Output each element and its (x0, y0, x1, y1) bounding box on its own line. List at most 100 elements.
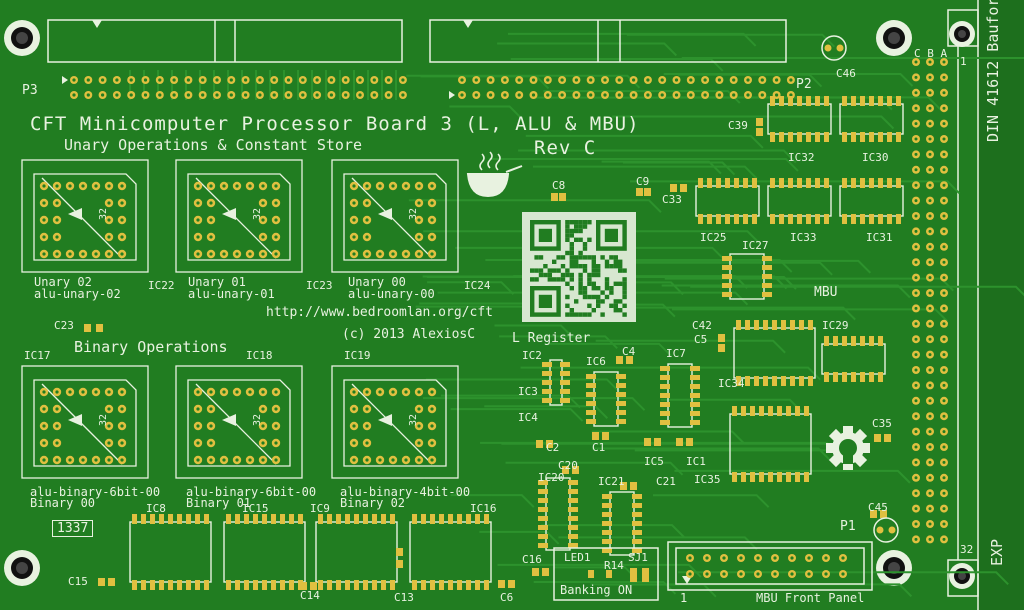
dip-chip (538, 477, 578, 551)
refdes-label: IC23 (306, 279, 333, 292)
label-front-panel: MBU Front Panel (756, 591, 865, 605)
svg-text:32: 32 (252, 208, 263, 220)
refdes-label: IC29 (822, 319, 849, 332)
label-p1: P1 (840, 519, 856, 534)
refdes-label: IC5 (644, 455, 664, 468)
socket-label-unary02: Unary 02 (34, 275, 92, 289)
dip-chip (839, 96, 904, 142)
label-cba: C B A (914, 47, 948, 60)
refdes-label: C15 (68, 575, 88, 588)
refdes-label: IC30 (862, 151, 889, 164)
refdes-label: C4 (622, 345, 636, 358)
mounting-hole (949, 21, 975, 47)
refdes-label: C46 (836, 67, 856, 80)
refdes-label: IC27 (742, 239, 769, 252)
socket-label-binary02-part: alu-binary-4bit-00 (340, 485, 471, 499)
socket-label-unary01-part: alu-unary-01 (188, 287, 275, 301)
mounting-hole (876, 550, 912, 586)
refdes-label: IC8 (146, 502, 166, 515)
refdes-label: C6 (500, 591, 514, 604)
refdes-label: C14 (300, 589, 320, 602)
label-front-panel-pin1: 1 (680, 591, 688, 605)
refdes-label: IC7 (666, 347, 686, 360)
refdes-label: IC1 (686, 455, 706, 468)
refdes-label: IC9 (310, 502, 330, 515)
refdes-label: C20 (558, 459, 578, 472)
svg-text:32: 32 (252, 414, 263, 426)
label-1337: 1337 (52, 520, 94, 537)
dip-chip (695, 178, 760, 224)
refdes-label: IC4 (518, 411, 538, 424)
label-exp: EXP (988, 538, 1006, 566)
refdes-label: IC32 (788, 151, 815, 164)
label-sj1: SJ1 (628, 551, 648, 564)
dip-chip (767, 178, 832, 224)
dip-chip (129, 514, 212, 590)
label-din: DIN 41612 Bauform C (984, 0, 1002, 142)
refdes-label: IC17 (24, 349, 51, 362)
svg-text:32: 32 (98, 414, 109, 426)
refdes-label: C21 (656, 475, 676, 488)
socket-label-binary02: Binary 02 (340, 496, 406, 510)
label-mbu: MBU (814, 285, 838, 300)
socket-label-binary01: Binary 01 (186, 496, 252, 510)
refdes-label: C39 (728, 119, 748, 132)
label-led1: LED1 (564, 551, 591, 564)
copyright-text: (c) 2013 AlexiosC (342, 327, 476, 342)
refdes-label: IC25 (700, 231, 727, 244)
label-p2: P2 (796, 77, 812, 92)
refdes-label: IC6 (586, 355, 606, 368)
edge-connector-area (978, 0, 1024, 610)
label-r14: R14 (604, 559, 624, 572)
cooking-pot-icon (466, 151, 523, 198)
svg-text:32: 32 (98, 208, 109, 220)
refdes-label: C1 (592, 441, 606, 454)
dip-chip (839, 178, 904, 224)
dip-chip (542, 359, 570, 406)
board-revision: Rev C (534, 137, 597, 159)
socket-label-unary02-part: alu-unary-02 (34, 287, 121, 301)
mounting-hole (4, 20, 40, 56)
socket-label-unary00-part: alu-unary-00 (348, 287, 435, 301)
refdes-label: C16 (522, 553, 542, 566)
refdes-label: C2 (546, 441, 560, 454)
open-hardware-gear-icon (826, 426, 870, 470)
refdes-label: IC16 (470, 502, 497, 515)
refdes-label: IC3 (518, 385, 538, 398)
dip-chip (602, 491, 642, 556)
label-banking-on: Banking ON (560, 583, 633, 597)
socket-label-unary00: Unary 00 (348, 275, 406, 289)
dip-chip (767, 96, 832, 142)
refdes-label: C8 (552, 179, 566, 192)
refdes-label: IC18 (246, 349, 273, 362)
svg-text:32: 32 (408, 414, 419, 426)
refdes-label: IC15 (242, 502, 269, 515)
dip-chip (586, 371, 626, 427)
label-l-register: L Register (512, 331, 591, 346)
dip-chip (660, 363, 700, 428)
svg-text:32: 32 (408, 208, 419, 220)
refdes-label: IC2 (522, 349, 542, 362)
refdes-label: IC35 (694, 473, 721, 486)
mounting-hole (876, 20, 912, 56)
socket-label-binary00-part: alu-binary-6bit-00 (30, 485, 161, 499)
url-text: http://www.bedroomlan.org/cft (266, 305, 493, 320)
label-p3: P3 (22, 83, 38, 98)
section-binary: Binary Operations (74, 338, 228, 356)
dip-chip (729, 406, 812, 482)
section-unary: Unary Operations & Constant Store (64, 136, 363, 154)
refdes-label: C5 (694, 333, 708, 346)
mounting-hole (949, 563, 975, 589)
board-title: CFT Minicomputer Processor Board 3 (L, A… (30, 113, 640, 135)
refdes-label: C23 (54, 319, 74, 332)
dip-chip (722, 253, 772, 300)
refdes-label: C35 (872, 417, 892, 430)
label-pin32: 32 (960, 543, 974, 556)
socket-label-binary01-part: alu-binary-6bit-00 (186, 485, 317, 499)
refdes-label: IC20 (538, 471, 565, 484)
socket-label-binary00: Binary 00 (30, 496, 96, 510)
refdes-label: C33 (662, 193, 682, 206)
label-pin1: 1 (960, 55, 967, 68)
refdes-label: IC22 (148, 279, 175, 292)
